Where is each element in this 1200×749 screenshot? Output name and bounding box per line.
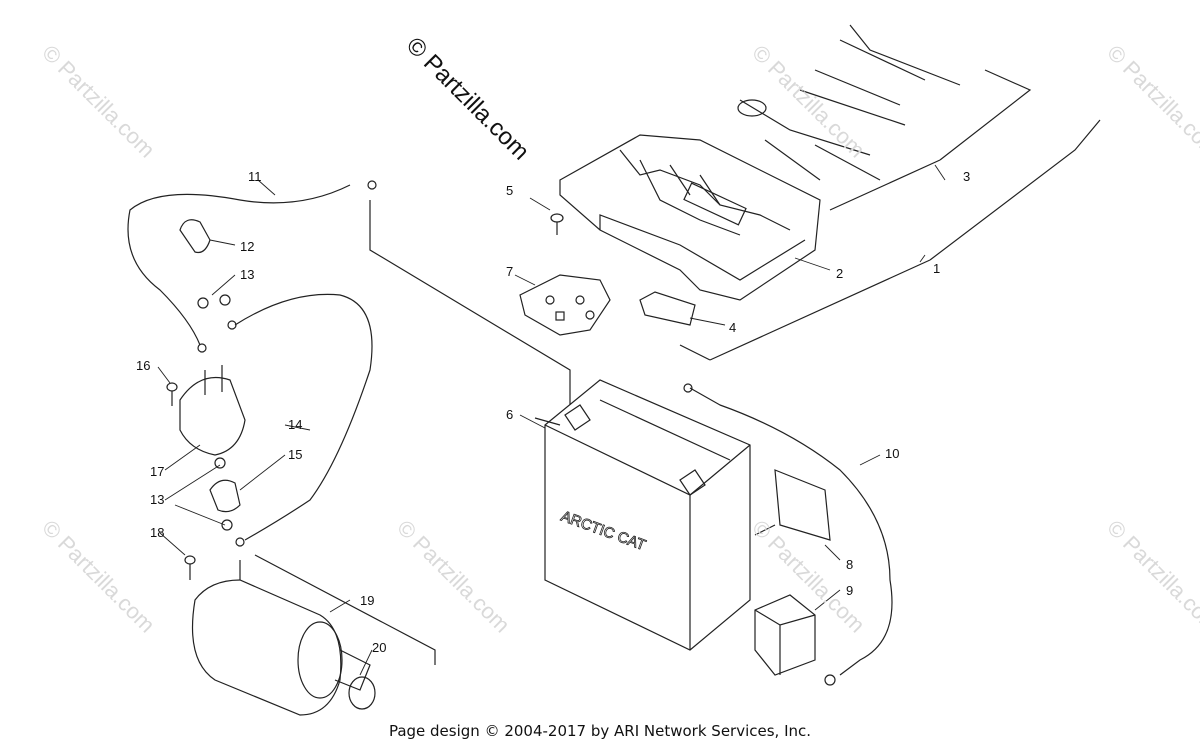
callout-20: 20 bbox=[372, 640, 387, 655]
nuts-13 bbox=[197, 294, 233, 531]
cable-10 bbox=[683, 383, 893, 686]
callout-1: 1 bbox=[933, 261, 941, 276]
callout-12: 12 bbox=[240, 239, 255, 254]
foam-pad-4 bbox=[639, 291, 696, 326]
callout-3: 3 bbox=[963, 169, 971, 184]
callout-11: 11 bbox=[248, 169, 262, 184]
tools bbox=[737, 24, 961, 181]
callout-8: 8 bbox=[846, 557, 854, 572]
callout-9: 9 bbox=[846, 583, 854, 598]
battery-brand-label: ARCTIC CAT bbox=[559, 508, 648, 554]
callout-7: 7 bbox=[506, 264, 514, 279]
hardware-bag-7 bbox=[519, 274, 611, 336]
callout-13b: 13 bbox=[150, 492, 165, 507]
footer-copyright: Page design © 2004-2017 by ARI Network S… bbox=[388, 722, 812, 740]
cable-11 bbox=[127, 180, 377, 353]
callout-16: 16 bbox=[136, 358, 151, 373]
callout-4: 4 bbox=[729, 320, 737, 335]
foam-pad-9 bbox=[754, 594, 816, 676]
cable-14 bbox=[227, 293, 373, 547]
tool-case bbox=[559, 134, 821, 301]
callout-18: 18 bbox=[150, 525, 165, 540]
tool-kit-bracket bbox=[679, 69, 1101, 361]
callout-5: 5 bbox=[506, 183, 514, 198]
callout-10: 10 bbox=[885, 446, 900, 461]
battery-6: ARCTIC CAT bbox=[544, 379, 751, 651]
callout-17: 17 bbox=[150, 464, 165, 479]
leader-lines bbox=[157, 164, 946, 676]
bolts bbox=[166, 382, 196, 580]
o-ring-20 bbox=[348, 676, 376, 710]
terminal-boot-12 bbox=[179, 219, 211, 254]
callout-19: 19 bbox=[360, 593, 375, 608]
starter-motor-19 bbox=[191, 554, 436, 716]
sticker-8 bbox=[754, 469, 831, 541]
callout-13a: 13 bbox=[240, 267, 255, 282]
solenoid-17 bbox=[179, 365, 246, 456]
terminal-boot-15 bbox=[209, 479, 241, 513]
callout-14: 14 bbox=[288, 417, 303, 432]
screw-5 bbox=[550, 213, 564, 235]
callout-6: 6 bbox=[506, 407, 514, 422]
callout-2: 2 bbox=[836, 266, 844, 281]
callout-15: 15 bbox=[288, 447, 303, 462]
